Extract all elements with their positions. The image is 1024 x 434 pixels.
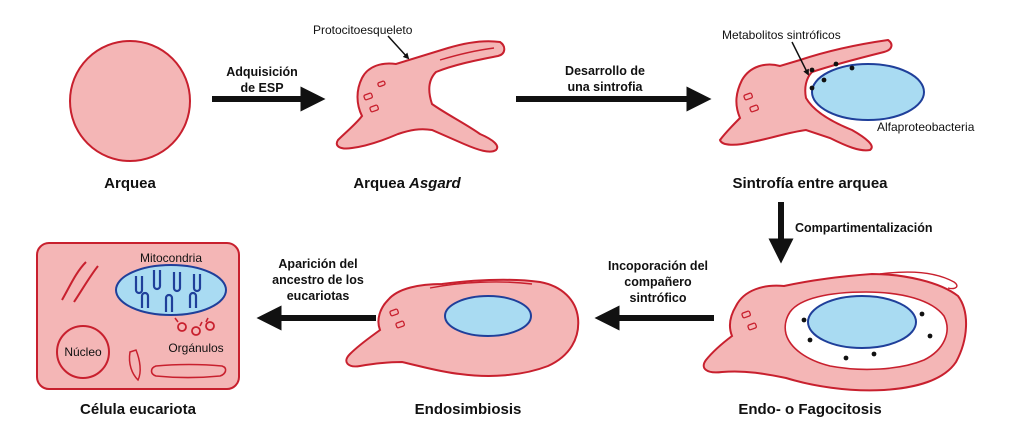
asgard-vesicle	[363, 92, 374, 101]
endoplasmic-reticulum	[150, 363, 227, 379]
stage-label-asgard-prefix: Arquea	[353, 175, 405, 192]
organelles-icon	[174, 317, 215, 336]
endosymbiosis-vesicle	[395, 320, 406, 329]
phagocytosis-vesicle	[747, 322, 758, 331]
stage-label-endosymbiosis: Endosimbiosis	[415, 401, 522, 418]
cytoskeleton-fiber	[61, 261, 99, 303]
endosymbiosis-vesicle	[389, 308, 400, 317]
endosymbiosis-cell	[345, 278, 580, 377]
syntrophy-cell	[718, 38, 925, 152]
stage-label-phagocytosis: Endo- o Fagocitosis	[738, 401, 881, 418]
syntrophy-vesicle	[743, 92, 754, 101]
arrow-label-incorporation-2: compañero	[624, 275, 692, 289]
archaea-cell	[69, 40, 191, 162]
mitochondrial-cristae	[134, 270, 202, 312]
asgard-vesicle	[369, 104, 380, 113]
eukaryotic-cell	[36, 242, 240, 390]
metabolite-dot	[807, 337, 813, 343]
pointer-protocytoskeleton	[387, 35, 410, 60]
label-nucleus: Núcleo	[64, 345, 102, 359]
phagocytosis-vesicle	[741, 310, 752, 319]
arrow-label-syntrophy-1: Desarrollo de	[565, 64, 645, 78]
endosymbiont-bacteria	[444, 295, 532, 337]
arrow-label-acquisition-1: Adquisición	[226, 65, 298, 79]
metabolite-dot	[849, 65, 855, 71]
syntrophy-archaea-body	[718, 38, 893, 152]
metabolite-dot	[871, 351, 877, 357]
label-protocytoskeleton: Protocitoesqueleto	[313, 23, 413, 37]
phagocytosis-cell	[702, 271, 968, 392]
arrow-label-emergence-3: eucariotas	[287, 289, 350, 303]
arrow-label-emergence-2: ancestro de los	[272, 273, 364, 287]
endosymbiosis-inner-line	[429, 281, 533, 289]
asgard-cell	[335, 40, 506, 153]
phagocytosis-membrane-fold	[879, 271, 958, 290]
arrow-label-emergence-1: Aparición del	[278, 257, 357, 271]
asgard-body	[335, 40, 506, 153]
metabolite-dot	[927, 333, 933, 339]
metabolite-dot	[821, 77, 827, 83]
phagocytosed-bacteria	[807, 295, 917, 349]
label-alphaproteobacteria: Alfaproteobacteria	[877, 120, 975, 134]
arrow-label-syntrophy-2: una sintrofia	[567, 80, 643, 94]
mitochondrion	[115, 264, 227, 316]
alphaproteobacteria-cell	[811, 63, 925, 121]
arrow-label-acquisition-2: de ESP	[240, 81, 283, 95]
stage-label-eukaryote: Célula eucariota	[80, 401, 197, 418]
metabolite-dot	[833, 61, 839, 67]
metabolite-dot	[801, 317, 807, 323]
arrow-label-incorporation-1: Incoporación del	[608, 259, 708, 273]
metabolite-dot	[919, 311, 925, 317]
syntrophy-vesicle	[749, 104, 760, 113]
cytoskeleton-fiber	[128, 349, 141, 382]
asgard-inner-line	[439, 47, 495, 61]
stage-label-asgard-italic: Asgard	[408, 175, 462, 192]
label-metabolites: Metabolitos sintróficos	[722, 28, 841, 42]
pointer-metabolites	[791, 41, 809, 76]
arrow-label-compartmentalization: Compartimentalización	[795, 221, 933, 235]
metabolite-dot	[809, 67, 815, 73]
metabolite-dot	[809, 85, 815, 91]
label-organelles: Orgánulos	[168, 341, 223, 355]
arrow-label-incorporation-3: sintrófico	[630, 291, 687, 305]
asgard-vesicle	[377, 80, 386, 88]
stage-label-archaea: Arquea	[104, 175, 156, 192]
stage-label-syntrophy: Sintrofía entre arquea	[732, 175, 888, 192]
label-mitochondria: Mitocondria	[140, 251, 202, 265]
metabolite-dot	[843, 355, 849, 361]
archaea-circle	[69, 40, 191, 162]
nucleus	[56, 325, 110, 379]
